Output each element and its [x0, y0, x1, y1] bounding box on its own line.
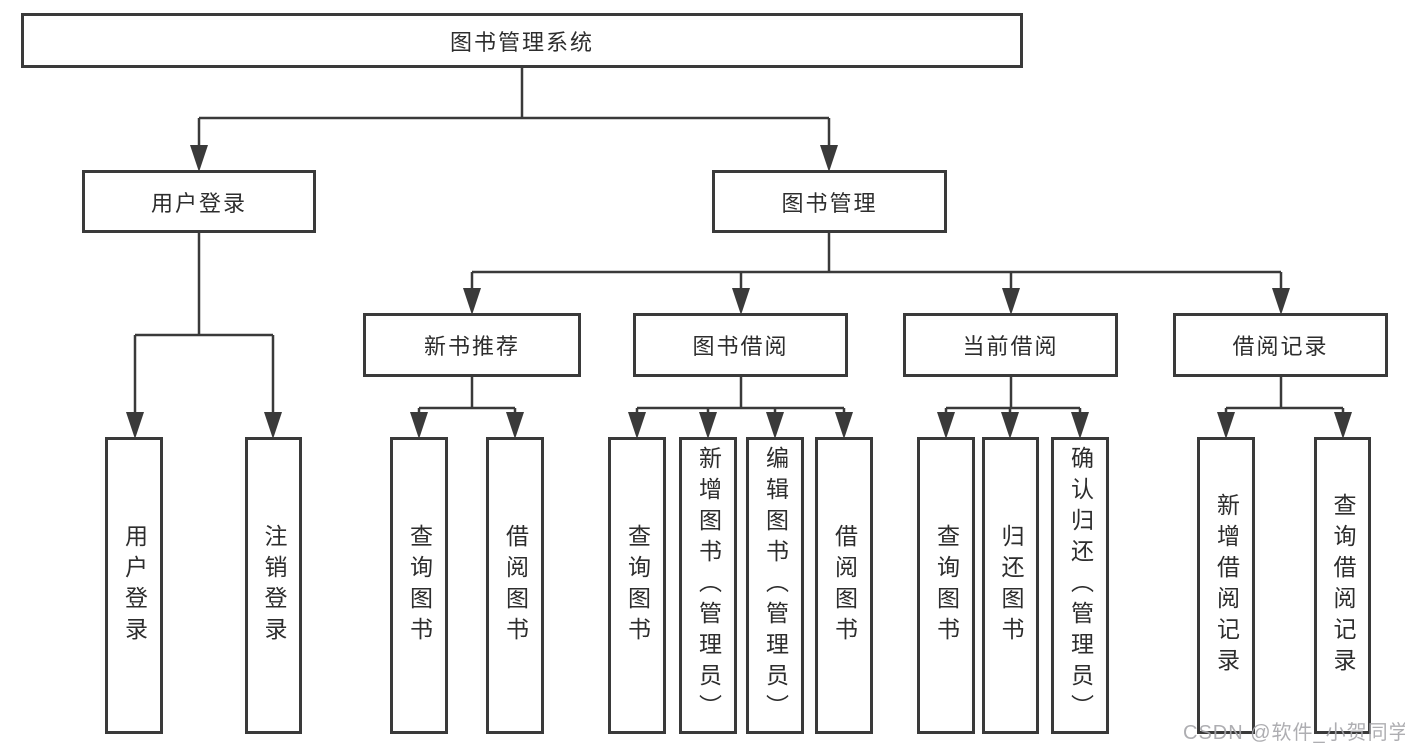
node-book-borrowing: 图书借阅 — [633, 313, 848, 377]
node-user-login: 用户登录 — [82, 170, 316, 233]
node-book-management: 图书管理 — [712, 170, 947, 233]
leaf-logout: 注销登录 — [245, 437, 302, 734]
leaf-confirm-return-admin: 确认归还（管理员） — [1051, 437, 1109, 734]
node-new-book-recommend: 新书推荐 — [363, 313, 581, 377]
node-current-borrowing: 当前借阅 — [903, 313, 1118, 377]
csdn-watermark: CSDN @软件_小贺同学 — [1183, 722, 1405, 744]
leaf-query-books-borrowing: 查询图书 — [608, 437, 666, 734]
leaf-return-books: 归还图书 — [982, 437, 1039, 734]
leaf-borrow-books-recommend: 借阅图书 — [486, 437, 544, 734]
node-root-library-system: 图书管理系统 — [21, 13, 1023, 68]
node-borrowing-records: 借阅记录 — [1173, 313, 1388, 377]
leaf-add-book-admin: 新增图书（管理员） — [679, 437, 737, 734]
leaf-query-books-current: 查询图书 — [917, 437, 975, 734]
leaf-borrow-books-borrowing: 借阅图书 — [815, 437, 873, 734]
leaf-user-login: 用户登录 — [105, 437, 163, 734]
arrowheads — [126, 145, 1352, 439]
leaf-query-books-recommend: 查询图书 — [390, 437, 448, 734]
leaf-edit-book-admin: 编辑图书（管理员） — [746, 437, 804, 734]
leaf-query-borrow-record: 查询借阅记录 — [1314, 437, 1371, 734]
leaf-add-borrow-record: 新增借阅记录 — [1197, 437, 1255, 734]
